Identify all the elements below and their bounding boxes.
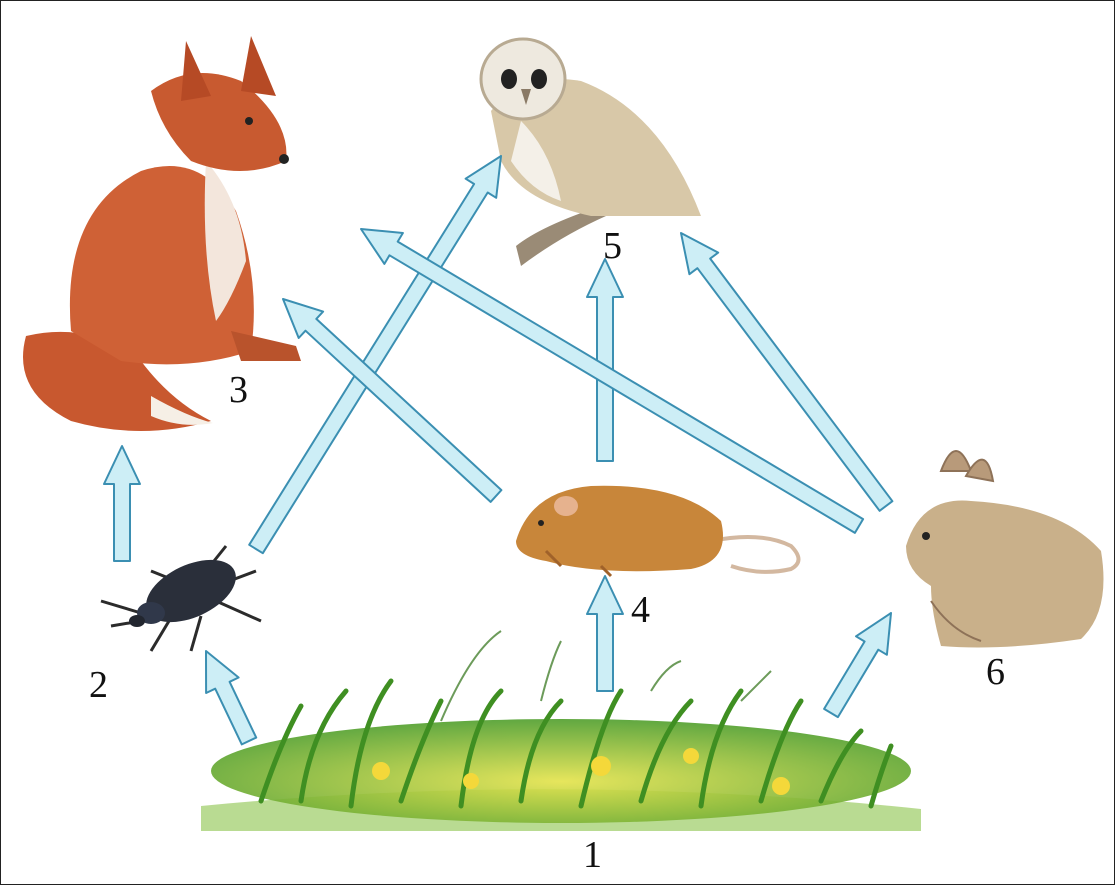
label-owl: 5 bbox=[603, 227, 622, 265]
label-grass: 1 bbox=[583, 836, 602, 874]
owl-illustration bbox=[481, 39, 701, 266]
label-mouse: 4 bbox=[631, 591, 650, 629]
label-beetle: 2 bbox=[89, 666, 108, 704]
label-fox: 3 bbox=[229, 371, 248, 409]
arrow-rabbit-to-owl bbox=[681, 233, 892, 511]
arrow-beetle-to-fox bbox=[104, 446, 140, 561]
arrow-grass-to-rabbit bbox=[824, 613, 891, 717]
label-rabbit: 6 bbox=[986, 653, 1005, 691]
mouse-illustration bbox=[516, 486, 799, 576]
rabbit-illustration bbox=[906, 451, 1104, 647]
fox-illustration bbox=[23, 36, 301, 431]
grass-illustration bbox=[201, 631, 921, 831]
arrow-grass-to-beetle bbox=[206, 651, 256, 744]
arrow-grass-to-mouse bbox=[587, 576, 623, 691]
